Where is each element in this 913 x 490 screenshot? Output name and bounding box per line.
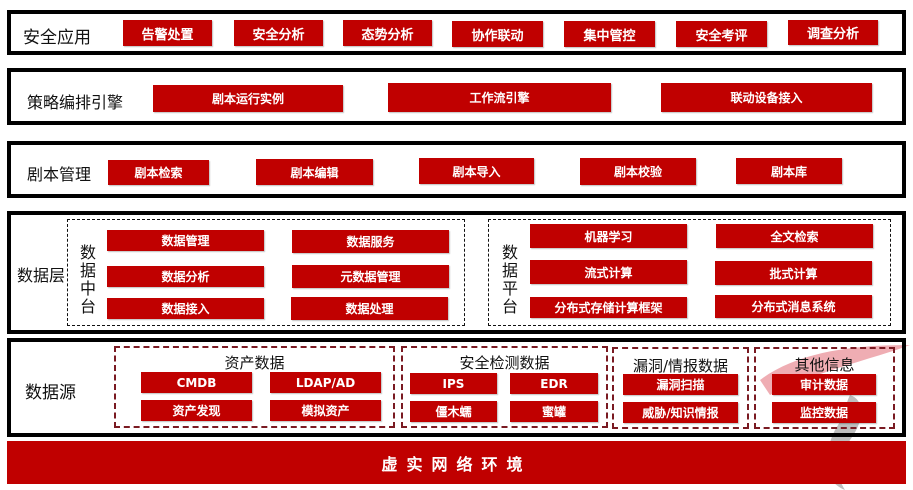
layer-label: 策略编排引擎 <box>27 93 124 112</box>
playbook-button-library[interactable]: 剧本库 <box>736 158 842 184</box>
data-button-processing[interactable]: 数据处理 <box>291 297 448 320</box>
security-detection-group <box>401 346 608 428</box>
data-middle-platform-group <box>67 219 465 326</box>
playbook-button-validate[interactable]: 剧本校验 <box>580 158 696 185</box>
data-button-analysis[interactable]: 数据分析 <box>107 266 264 287</box>
data-button-metadata[interactable]: 元数据管理 <box>292 265 449 288</box>
orch-button-workflow-engine[interactable]: 工作流引擎 <box>388 83 611 112</box>
playbook-button-edit[interactable]: 剧本编辑 <box>256 159 373 185</box>
platform-button-stream-computing[interactable]: 流式计算 <box>530 260 687 284</box>
app-button-security-assessment[interactable]: 安全考评 <box>676 21 767 47</box>
layer-data: 数据层 <box>7 211 906 334</box>
source-button-simulated-asset[interactable]: 模拟资产 <box>270 400 381 421</box>
layer-data-source: 数据源 <box>7 338 906 437</box>
app-button-situation-analysis[interactable]: 态势分析 <box>343 20 432 46</box>
app-button-alert-handling[interactable]: 告警处置 <box>123 20 212 46</box>
layer-label: 数据层 <box>17 266 66 285</box>
data-button-ingestion[interactable]: 数据接入 <box>107 298 264 319</box>
platform-button-fulltext-search[interactable]: 全文检索 <box>716 224 873 248</box>
security-detection-title: 安全检测数据 <box>459 354 550 372</box>
source-button-asset-discovery[interactable]: 资产发现 <box>141 400 252 421</box>
data-button-service[interactable]: 数据服务 <box>292 230 449 253</box>
layer-label: 安全应用 <box>23 28 91 48</box>
platform-button-distributed-storage[interactable]: 分布式存储计算框架 <box>530 297 687 318</box>
source-button-cmdb[interactable]: CMDB <box>141 372 252 393</box>
source-button-monitoring-data[interactable]: 监控数据 <box>772 402 876 423</box>
layer-playbook-management: 剧本管理 <box>7 141 906 198</box>
app-button-collaboration[interactable]: 协作联动 <box>452 21 543 47</box>
virtual-real-network-bar: 虚实网络环境 <box>7 441 906 484</box>
data-platform-label: 数 据 平 台 <box>501 243 518 316</box>
asset-data-title: 资产数据 <box>224 354 285 372</box>
source-button-threat-intel[interactable]: 威胁/知识情报 <box>623 402 738 423</box>
vuln-intel-group <box>612 347 749 429</box>
orch-button-device-integration[interactable]: 联动设备接入 <box>661 83 872 112</box>
app-button-central-control[interactable]: 集中管控 <box>564 21 655 47</box>
layer-label: 数据源 <box>25 383 76 403</box>
platform-button-machine-learning[interactable]: 机器学习 <box>530 224 687 248</box>
source-button-vuln-scan[interactable]: 漏洞扫描 <box>623 374 738 395</box>
other-info-group <box>754 347 895 429</box>
data-button-management[interactable]: 数据管理 <box>107 230 264 251</box>
layer-orchestration: 策略编排引擎 <box>7 68 906 125</box>
playbook-button-search[interactable]: 剧本检索 <box>108 160 209 185</box>
source-button-ldap-ad[interactable]: LDAP/AD <box>270 372 381 393</box>
source-button-honeypot[interactable]: 蜜罐 <box>510 401 598 422</box>
playbook-button-import[interactable]: 剧本导入 <box>419 158 534 184</box>
layer-security-apps: 安全应用 <box>7 10 906 55</box>
source-button-audit-data[interactable]: 审计数据 <box>772 374 876 395</box>
source-button-ips[interactable]: IPS <box>410 373 497 394</box>
platform-button-distributed-messaging[interactable]: 分布式消息系统 <box>715 295 872 318</box>
source-button-botnet-worm[interactable]: 僵木蠕 <box>410 401 497 422</box>
app-button-investigation[interactable]: 调查分析 <box>788 20 878 45</box>
platform-button-batch-computing[interactable]: 批式计算 <box>715 261 872 285</box>
app-button-security-analysis[interactable]: 安全分析 <box>234 20 323 46</box>
vuln-intel-title: 漏洞/情报数据 <box>632 357 729 375</box>
data-middle-platform-label: 数 据 中 台 <box>79 243 96 316</box>
orch-button-playbook-instance[interactable]: 剧本运行实例 <box>153 85 343 112</box>
data-platform-group <box>488 219 891 326</box>
layer-label: 剧本管理 <box>27 165 92 184</box>
other-info-title: 其他信息 <box>794 356 855 374</box>
asset-data-group <box>114 346 395 428</box>
source-button-edr[interactable]: EDR <box>510 373 598 394</box>
